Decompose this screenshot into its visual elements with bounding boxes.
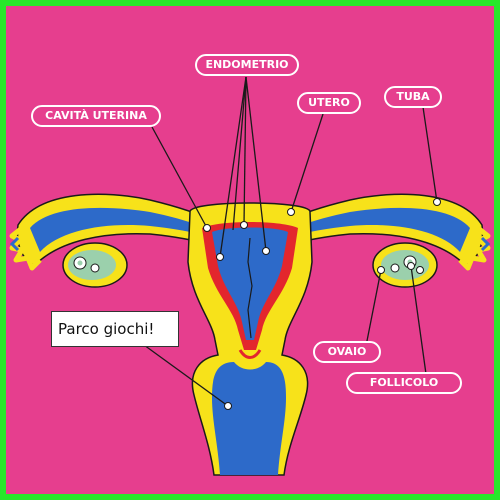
pointer-dot [407, 262, 415, 270]
pointer-dot [216, 253, 224, 261]
note-parco-giochi: Parco giochi! [51, 311, 179, 347]
pointer-dot [240, 221, 248, 229]
leader-lines [143, 76, 438, 407]
label-utero: UTERO [297, 92, 361, 114]
label-tuba: TUBA [384, 86, 442, 108]
pointer-dot [287, 208, 295, 216]
right-fimbriae [458, 226, 491, 271]
label-follicolo: FOLLICOLO [346, 372, 462, 394]
uterine-cavity [212, 227, 288, 340]
label-ovaio: OVAIO [313, 341, 381, 363]
label-endometrio: ENDOMETRIO [195, 54, 299, 76]
pointer-dot [203, 224, 211, 232]
vaginal-canal [212, 362, 286, 475]
pointer-dot [377, 266, 385, 274]
right-tube-lumen [285, 207, 470, 252]
label-cavita-uterina: CAVITÀ UTERINA [31, 105, 161, 127]
pointer-dot [433, 198, 441, 206]
pointer-dot [224, 402, 232, 410]
left-fimbriae [9, 226, 42, 271]
left-tube-lumen [30, 207, 215, 252]
pointer-dot [262, 247, 270, 255]
